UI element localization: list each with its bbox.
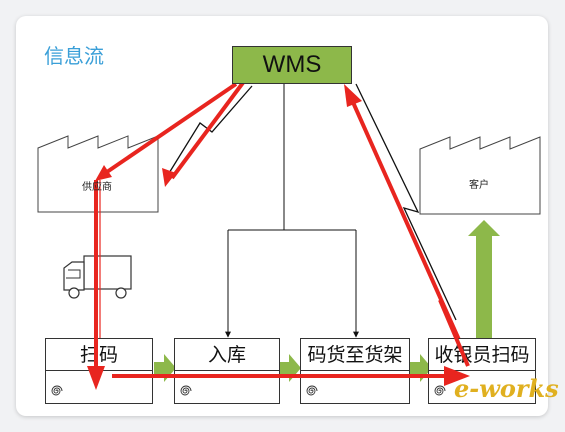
stage-inbound-label: 入库: [175, 339, 279, 371]
spiral-icon: [306, 385, 318, 396]
stage-scan: 扫码: [45, 338, 153, 404]
stage-cashier-scan-label: 收银员扫码: [429, 339, 535, 371]
green-stage-arrows: [154, 354, 432, 382]
watermark-logo: e-works: [454, 374, 559, 403]
lightning-link-cashier: [355, 83, 457, 321]
wms-box: WMS: [232, 46, 352, 84]
customer-label: 客户: [469, 180, 489, 191]
spiral-icon: [434, 385, 446, 396]
wms-connectors: [225, 84, 359, 338]
stage-scan-label: 扫码: [46, 339, 152, 371]
spiral-icon: [51, 385, 63, 396]
green-customer-arrow: [468, 220, 500, 338]
stage-shelving-label: 码货至货架: [301, 339, 409, 371]
page-title: 信息流: [44, 44, 104, 68]
spiral-icon: [180, 385, 192, 396]
stage-inbound: 入库: [174, 338, 280, 404]
customer-factory-icon: [419, 136, 541, 215]
supplier-label: 供应商: [82, 182, 112, 193]
stage-shelving: 码货至货架: [300, 338, 410, 404]
lightning-link-supplier: [165, 85, 253, 179]
truck-icon: [63, 255, 132, 299]
supplier-factory-icon: [37, 135, 159, 213]
